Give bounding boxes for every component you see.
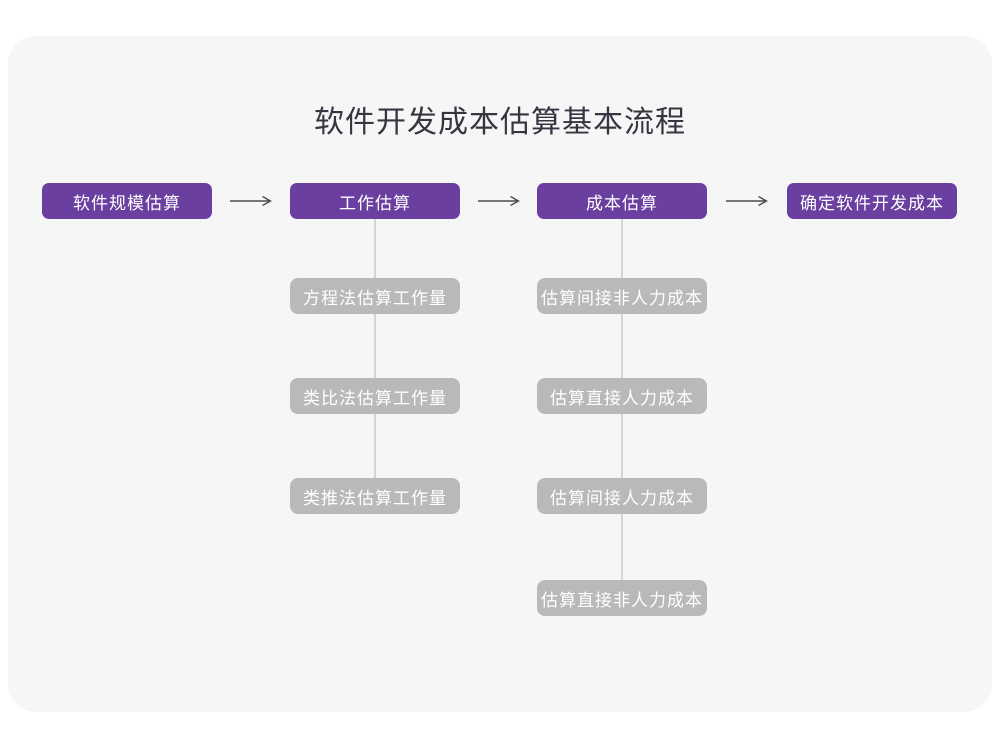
node-label: 类推法估算工作量 — [303, 488, 447, 508]
node-label: 类比法估算工作量 — [303, 388, 447, 408]
right-arrow-icon — [230, 195, 272, 207]
node-determine-development-cost: 确定软件开发成本 — [787, 183, 957, 219]
node-equation-method: 方程法估算工作量 — [290, 278, 460, 314]
node-indirect-non-labor-cost: 估算间接非人力成本 — [537, 278, 707, 314]
diagram-card — [8, 36, 992, 712]
node-work-estimation: 工作估算 — [290, 183, 460, 219]
node-indirect-labor-cost: 估算间接人力成本 — [537, 478, 707, 514]
node-label: 方程法估算工作量 — [303, 288, 447, 308]
node-direct-non-labor-cost: 估算直接非人力成本 — [537, 580, 707, 616]
node-label: 估算间接人力成本 — [550, 488, 694, 508]
diagram-title: 软件开发成本估算基本流程 — [314, 106, 686, 139]
node-label: 估算直接非人力成本 — [541, 590, 703, 610]
node-label: 确定软件开发成本 — [800, 193, 944, 213]
node-software-scale-estimation: 软件规模估算 — [42, 183, 212, 219]
node-extrapolation-method: 类推法估算工作量 — [290, 478, 460, 514]
node-label: 工作估算 — [339, 193, 411, 213]
node-cost-estimation: 成本估算 — [537, 183, 707, 219]
node-label: 估算间接非人力成本 — [541, 288, 703, 308]
node-label: 软件规模估算 — [73, 193, 181, 213]
node-analogy-method: 类比法估算工作量 — [290, 378, 460, 414]
node-label: 估算直接人力成本 — [550, 388, 694, 408]
right-arrow-icon — [478, 195, 520, 207]
right-arrow-icon — [726, 195, 768, 207]
node-direct-labor-cost: 估算直接人力成本 — [537, 378, 707, 414]
connector-work-estimation — [374, 219, 376, 497]
node-label: 成本估算 — [586, 193, 658, 213]
